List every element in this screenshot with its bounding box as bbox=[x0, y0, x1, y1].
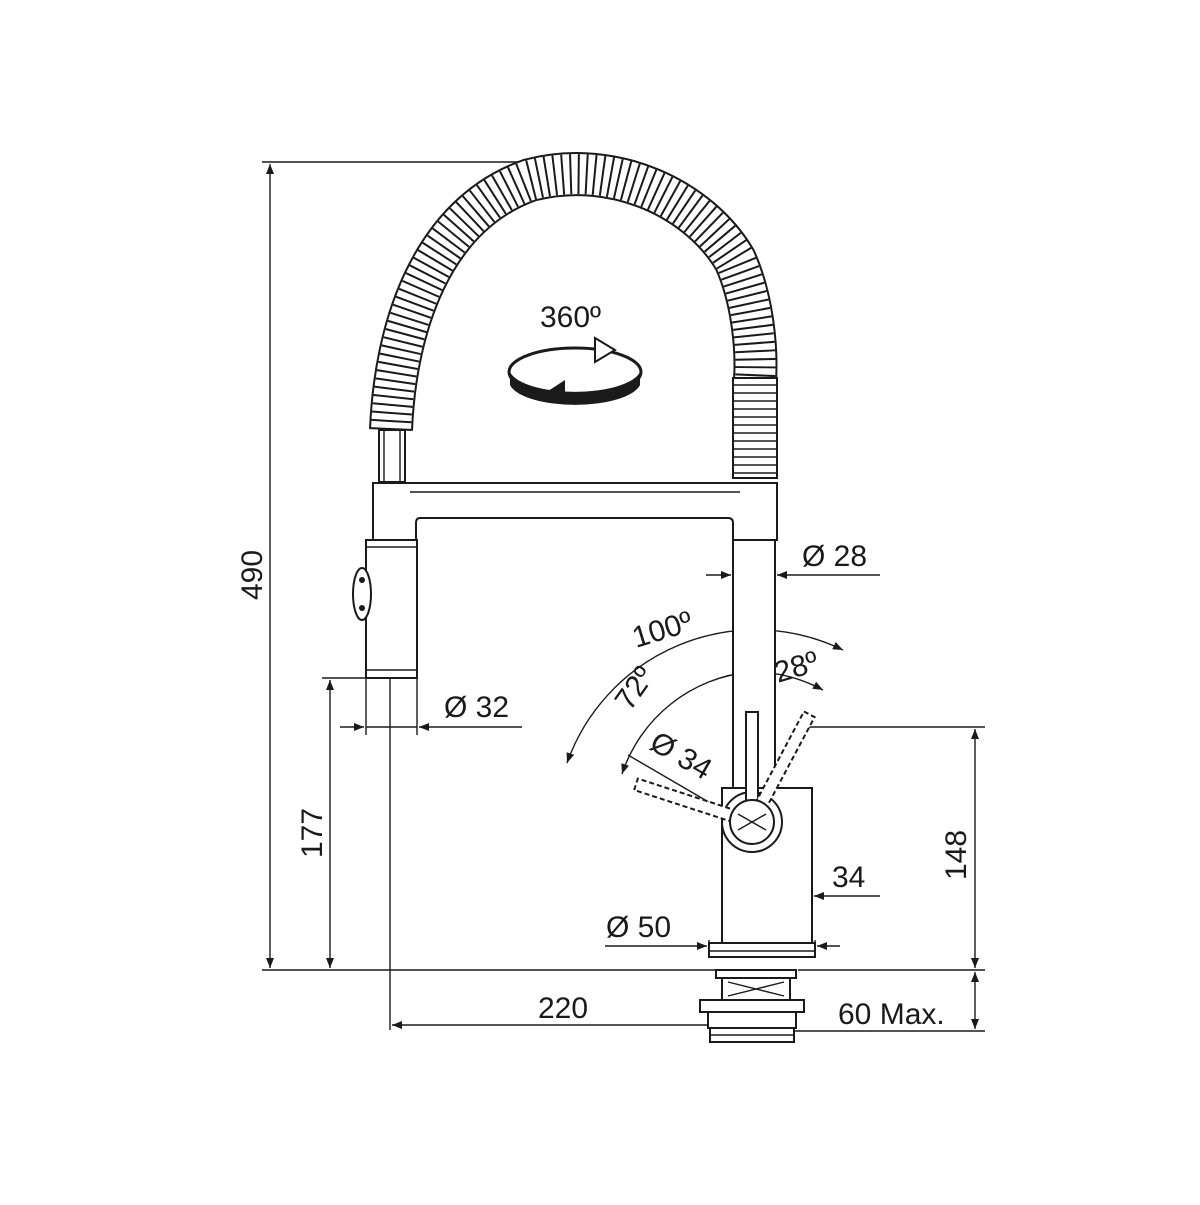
lever-angle-right-label: 28º bbox=[770, 645, 822, 690]
column-diameter-label: Ø 28 bbox=[802, 540, 867, 573]
spray-diameter-label: Ø 32 bbox=[444, 691, 509, 724]
rotation-arrow-icon bbox=[507, 336, 643, 405]
base-diameter-label: Ø 50 bbox=[606, 911, 671, 944]
faucet-body bbox=[352, 152, 816, 1043]
handle-diameter-label: Ø 34 bbox=[645, 725, 718, 786]
body-height-label: 148 bbox=[940, 830, 973, 880]
rotation-label: 360º bbox=[540, 301, 601, 334]
total-height-label: 490 bbox=[236, 550, 269, 600]
lever-angle-total-label: 100º bbox=[628, 605, 696, 654]
spout-height-label: 177 bbox=[296, 808, 329, 858]
body-depth-label: 34 bbox=[832, 861, 865, 894]
counter-thickness-label: 60 Max. bbox=[838, 998, 945, 1031]
lever-angle-left-label: 72º bbox=[609, 661, 661, 716]
reach-label: 220 bbox=[538, 992, 588, 1025]
